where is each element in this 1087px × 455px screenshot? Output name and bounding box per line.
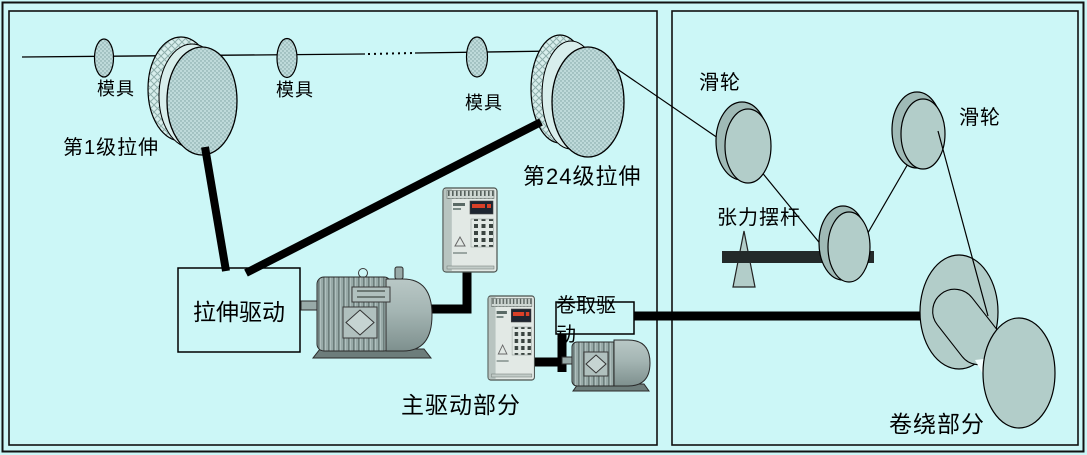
main-drive-label: 主驱动部分 [401,392,521,418]
takeup-drive-box [555,301,635,335]
pulley-2 [891,91,946,170]
link-drum1-to-drive [201,146,230,272]
link-vfd1-to-motor [429,268,472,314]
wire-to-pulley1 [606,61,732,148]
tension-lever [722,205,874,288]
winding-label: 卷绕部分 [889,411,985,437]
tension-lever-label: 张力摆杆 [717,207,801,229]
die3-label: 模具 [465,93,503,113]
stage1-label: 第1级拉伸 [63,137,160,159]
pulley-1 [715,101,772,184]
die-2 [276,37,298,79]
left-panel-frame [8,10,658,446]
main-motor [300,266,433,359]
pulley1-label: 滑轮 [699,72,741,94]
right-panel-frame [671,10,1079,446]
inverter-1 [442,187,498,273]
takeup-motor [561,339,651,392]
die-3 [465,36,489,78]
draw-drive-box [177,267,301,353]
pulley2-label: 滑轮 [959,107,1001,129]
draw-drive-label: 拉伸驱动 [193,299,285,325]
die-1 [93,38,115,78]
wire-to-winder [937,130,989,317]
takeup-drive-label: 卷取驱动 [556,295,616,346]
stage24-label: 第24级拉伸 [523,164,642,189]
wire-pulley1-to-tension [759,169,828,253]
inverter-2 [487,295,536,381]
die1-label: 模具 [97,79,135,99]
die2-label: 模具 [276,80,314,100]
drum-stage1 [147,36,238,156]
link-drum24-to-drive [244,118,543,277]
drum-stage24 [530,34,625,158]
winder-spool [919,130,1056,429]
